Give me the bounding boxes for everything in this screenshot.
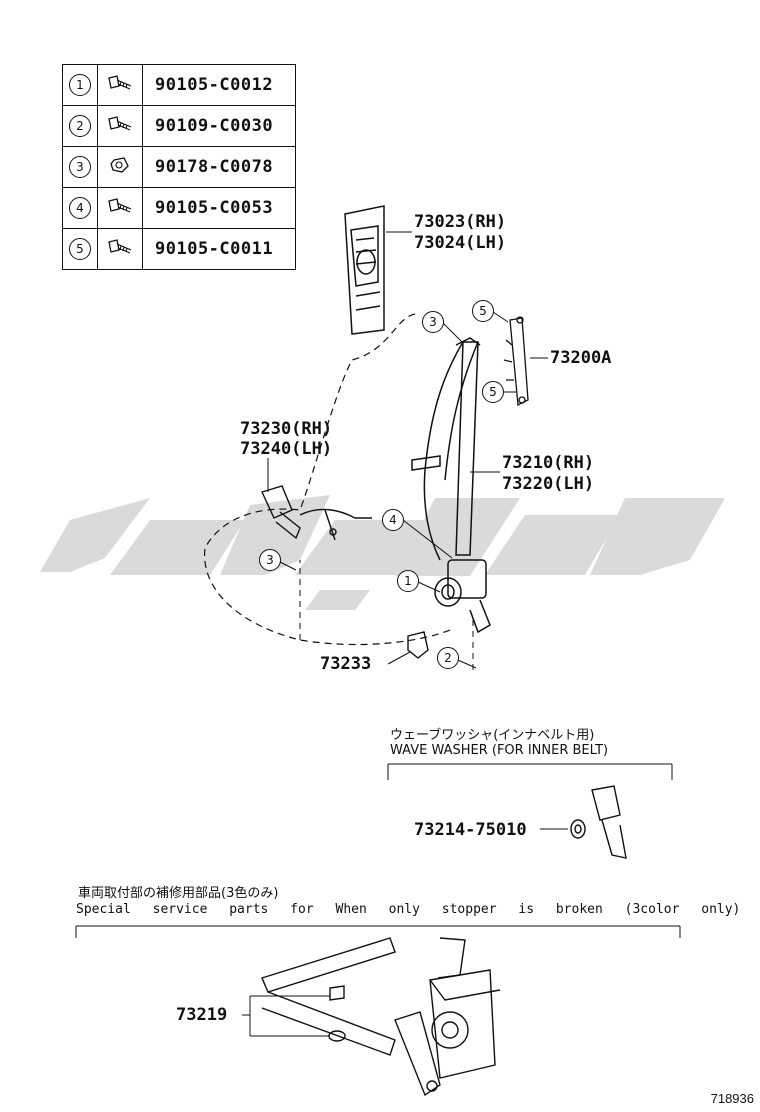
fastener-number: 5	[69, 238, 91, 260]
callout-5-top: 5	[472, 300, 494, 322]
callout-3-bottom: 3	[259, 549, 281, 571]
label-belt-rh: 73210(RH)	[502, 453, 595, 473]
bolt-icon	[97, 105, 143, 147]
callout-2: 2	[437, 647, 459, 669]
callout-4: 4	[382, 509, 404, 531]
stopper-part	[407, 631, 429, 659]
fastener-row: 1 90105-C0012	[62, 64, 296, 106]
fastener-number: 2	[69, 115, 91, 137]
fastener-part-number: 90178-C0078	[142, 146, 296, 188]
service-bracket	[75, 925, 681, 938]
label-anchor: 73200A	[550, 348, 612, 368]
callout-5-bottom: 5	[482, 381, 504, 403]
label-repair: 73219	[176, 1005, 228, 1025]
fastener-row: 4 90105-C0053	[62, 187, 296, 229]
label-washer: 73214-75010	[414, 820, 527, 840]
diagram-reference-id: 718936	[710, 1091, 754, 1106]
fastener-row: 3 90178-C0078	[62, 146, 296, 188]
fastener-table: 1 90105-C0012 2 90109-C0030 3 90178-C0078 4 901…	[62, 64, 296, 270]
label-belt-lh: 73220(LH)	[502, 474, 595, 494]
washer-note-jp: ウェーブワッシャ(インナベルト用)	[390, 728, 595, 743]
fastener-part-number: 90105-C0012	[142, 64, 296, 106]
washer-buckle	[570, 785, 627, 859]
washer-note-en: WAVE WASHER (FOR INNER BELT)	[390, 743, 609, 758]
watermark-logo	[40, 495, 725, 610]
buckle-assembly	[261, 485, 372, 541]
seat-belt-assembly	[411, 337, 491, 634]
washer-bracket	[387, 763, 673, 780]
label-buckle-rh: 73230(RH)	[240, 419, 333, 439]
fastener-part-number: 90105-C0053	[142, 187, 296, 229]
callout-leaders	[279, 311, 516, 669]
bolt-icon	[97, 64, 143, 106]
bolt-icon	[97, 187, 143, 229]
retractor-detail	[261, 937, 501, 1097]
pillar-cover	[344, 205, 385, 335]
fastener-number: 3	[69, 156, 91, 178]
label-buckle-lh: 73240(LH)	[240, 439, 333, 459]
callout-3-top: 3	[422, 311, 444, 333]
fastener-number: 1	[69, 74, 91, 96]
callout-1: 1	[397, 570, 419, 592]
service-note-jp: 車両取付部の補修用部品(3色のみ)	[78, 886, 279, 901]
service-note-en: Special service parts for When only stop…	[76, 902, 741, 917]
fastener-row: 2 90109-C0030	[62, 105, 296, 147]
anchor-plate	[503, 316, 529, 407]
fastener-row: 5 90105-C0011	[62, 228, 296, 270]
label-stopper: 73233	[320, 654, 372, 674]
fastener-part-number: 90105-C0011	[142, 228, 296, 270]
nut-icon	[97, 146, 143, 188]
fastener-number: 4	[69, 197, 91, 219]
label-cover-rh: 73023(RH)	[414, 212, 507, 232]
repair-leader	[242, 995, 330, 1037]
label-cover-lh: 73024(LH)	[414, 233, 507, 253]
bolt-icon	[97, 228, 143, 270]
fastener-part-number: 90109-C0030	[142, 105, 296, 147]
